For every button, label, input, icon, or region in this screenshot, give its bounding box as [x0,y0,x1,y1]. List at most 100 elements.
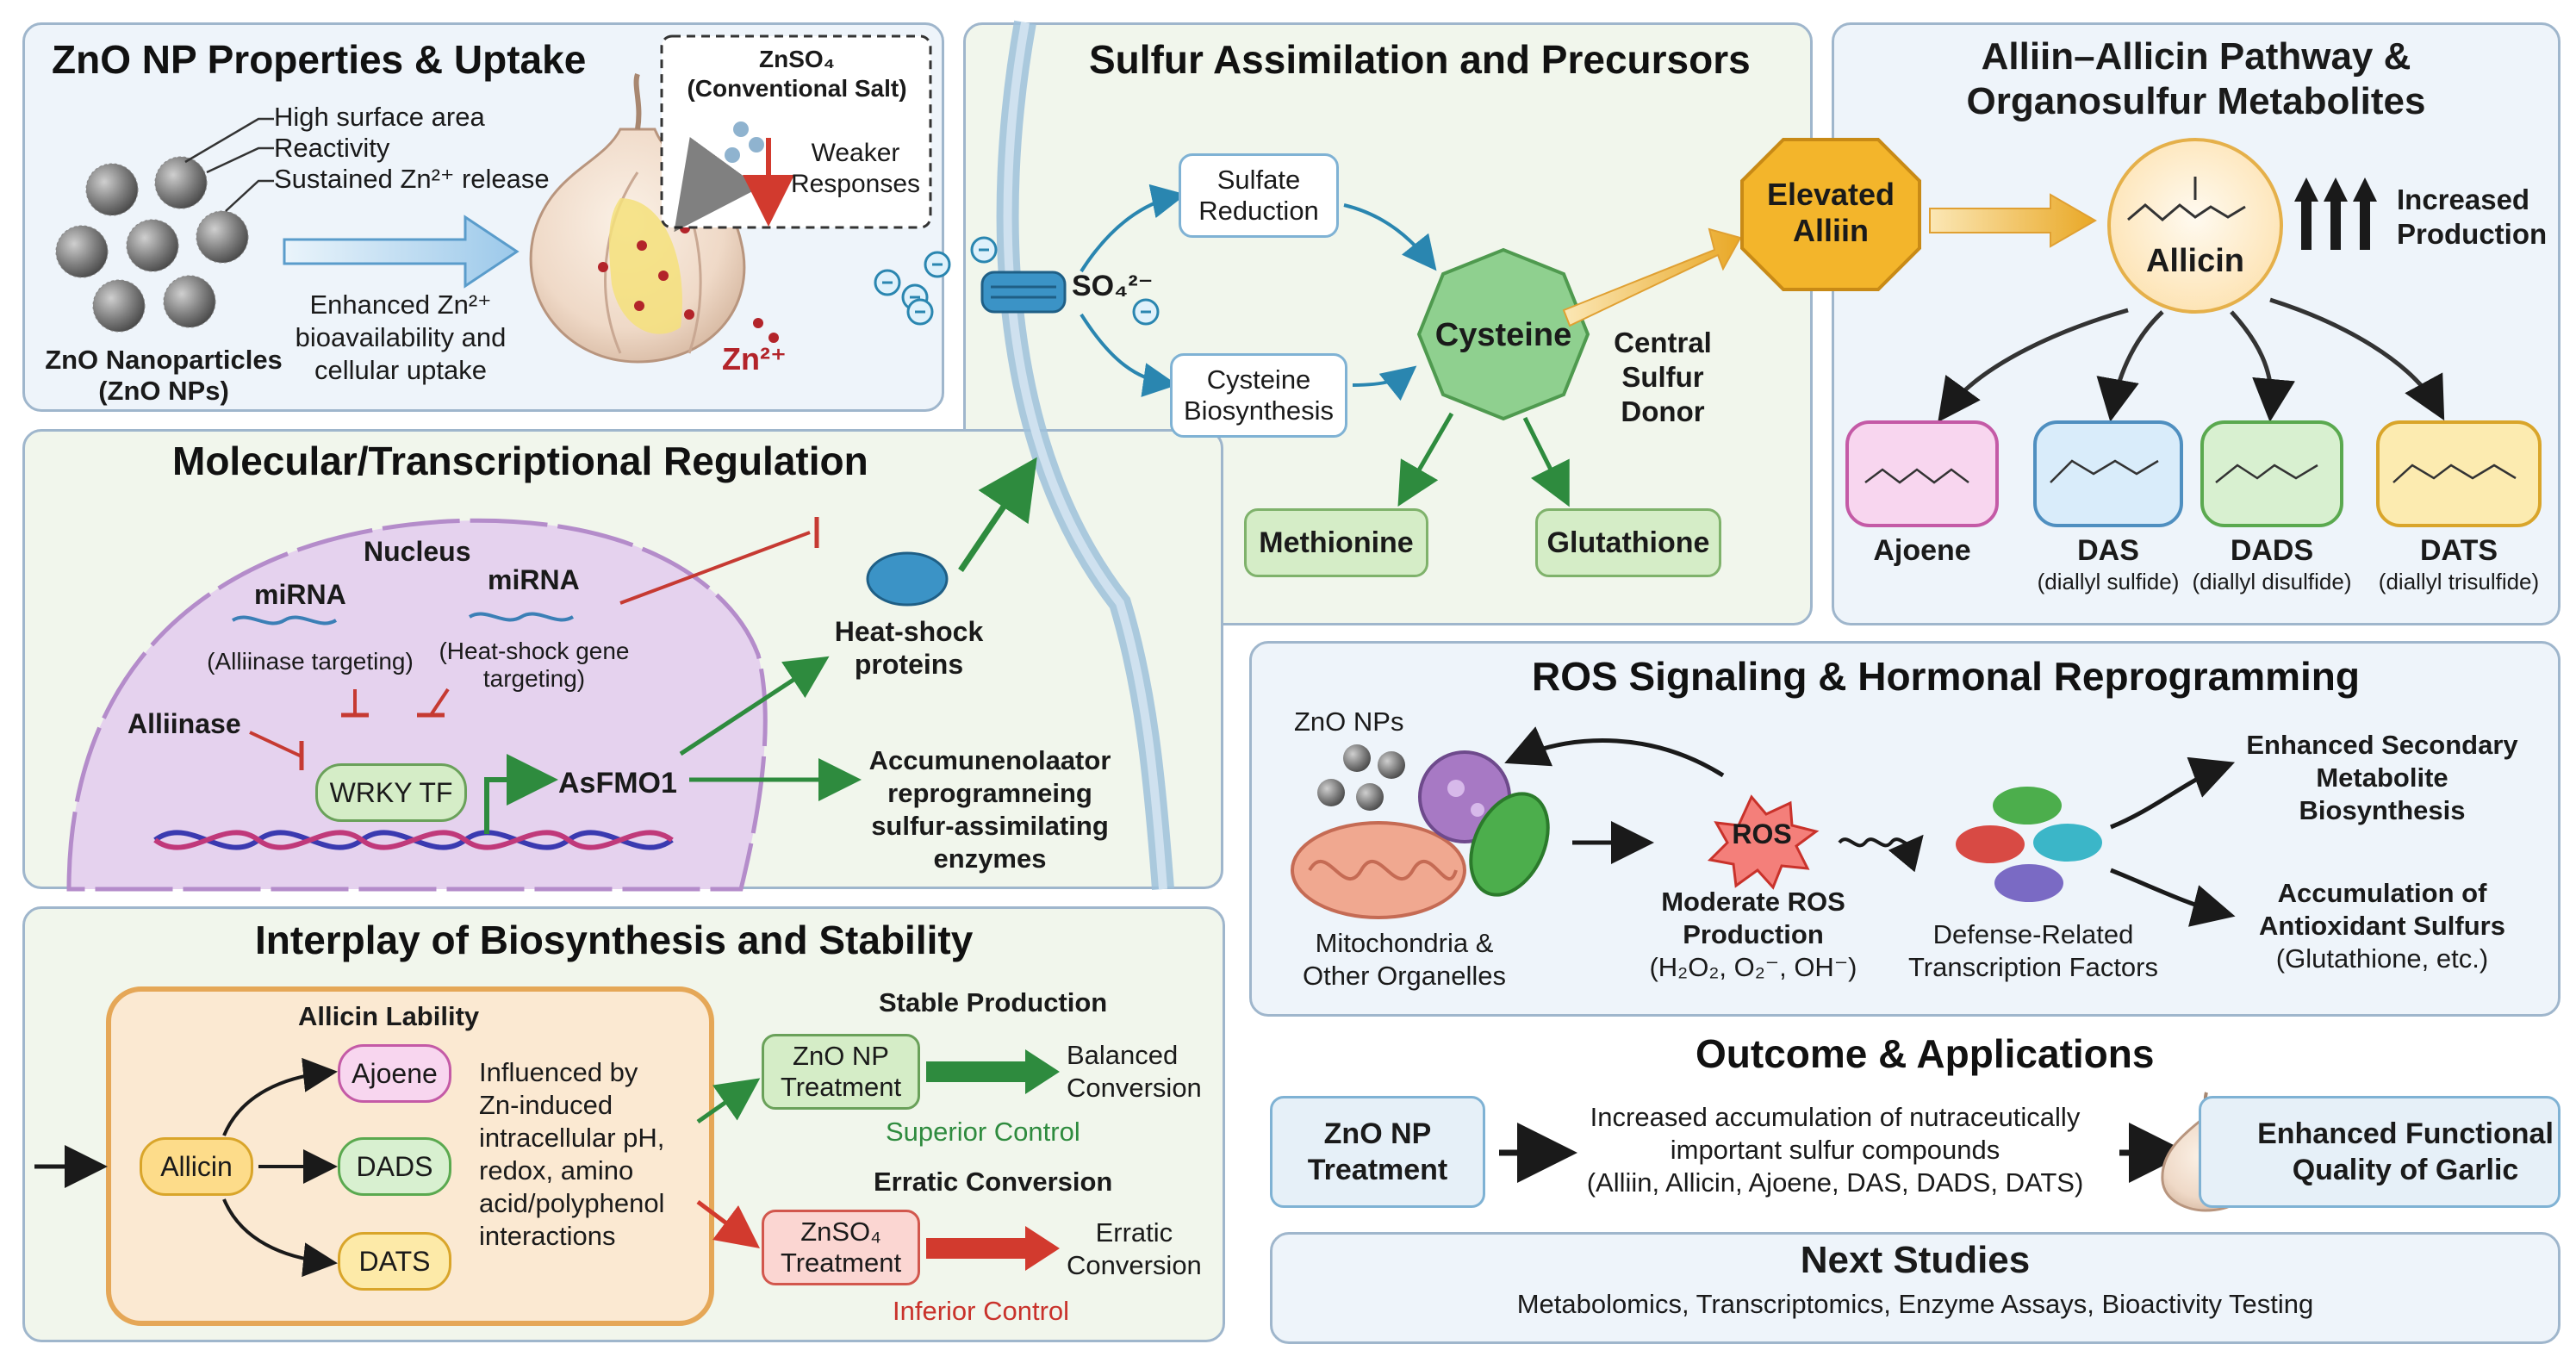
cysteine-biosynthesis-box: Cysteine Biosynthesis [1170,353,1347,438]
central-sulfur-donor-label: Central Sulfur Donor [1594,326,1732,429]
influence-line1: Influenced by [479,1057,638,1087]
outcome-title: Outcome & Applications [1696,1031,2155,1076]
mito-line1: Mitochondria & [1315,928,1494,958]
glutathione-box: Glutathione [1535,508,1721,577]
influence-line5: acid/polyphenol [479,1188,665,1218]
heat-shock-protein-icon [866,551,949,607]
sulfate-line1: Sulfate [1216,165,1301,195]
so4-label: SO₄²⁻ [1072,270,1154,302]
uptake-line1: Enhanced Zn²⁺ [309,289,492,320]
weaker-responses-label: Weaker Responses [782,138,929,200]
dads-molecule-box [2200,420,2343,527]
outcome-result-line1: Enhanced Functional [2257,1117,2554,1150]
accumulator-label: Accumunenolaator reprogramneing sulfur-a… [848,744,1132,875]
interplay-zno-line1: ZnO NP [793,1041,889,1071]
mirna-a-sub: (Alliinase targeting) [207,648,414,675]
allicin-circle [2107,138,2283,314]
property-surface-area: High surface area [274,102,485,132]
interplay-panel-title: Interplay of Biosynthesis and Stability [255,918,974,962]
property-zn-release: Sustained Zn²⁺ release [274,164,550,194]
moderate-line1: Moderate ROS [1661,887,1845,917]
znso4-label: ZnSO₄ (Conventional Salt) [663,45,930,103]
interplay-ajoene-box: Ajoene [338,1044,451,1103]
hsp-line1: Heat-shock [834,616,984,647]
ros-burst-icon [1707,794,1820,890]
uptake-arrow [283,215,520,289]
cysbio-line1: Cysteine [1206,364,1311,395]
out2-line3: (Glutathione, etc.) [2275,943,2489,974]
sulfate-reduction-box: Sulfate Reduction [1179,153,1339,238]
uptake-label: Enhanced Zn²⁺ bioavailability and cellul… [284,289,517,387]
dats-molecule-box [2376,420,2542,527]
erratic-out-line2: Conversion [1067,1250,1202,1280]
allicin-lability-label: Allicin Lability [298,1001,480,1031]
interplay-dats-box: DATS [338,1232,451,1291]
allicin-panel-title: Alliin–Allicin Pathway & Organosulfur Me… [1832,34,2560,124]
uptake-line2: bioavailability and [295,322,507,352]
mirna-b-label: miRNA [488,564,580,595]
central-donor-arrow [1562,227,1742,327]
mito-line2: Other Organelles [1302,961,1507,991]
allicin-label: Allicin [2145,243,2245,279]
methionine-box: Methionine [1244,508,1428,577]
interplay-allicin-box: Allicin [140,1137,253,1196]
dats-sub-label: (diallyl trisulfide) [2378,569,2540,594]
balanced-line1: Balanced [1067,1040,1179,1070]
outcome-mid-line1: Increased accumulation of nutraceuticall… [1590,1102,2081,1132]
sulfate-line2: Reduction [1198,196,1319,226]
influence-line4: redox, amino [479,1155,634,1185]
zno-panel-title: ZnO NP Properties & Uptake [52,37,587,82]
next-studies-title: Next Studies [1800,1239,2031,1281]
ajoene-label: Ajoene [1873,534,1971,567]
nucleus-shape [66,518,768,892]
ros-panel-title: ROS Signaling & Hormonal Reprogramming [1532,654,2360,699]
accum-line3: sulfur-assimilating [871,811,1109,841]
elevated-alliin-label: Elevated Alliin [1742,177,1920,249]
chloroplast-icon [1469,792,1550,897]
znso4-line1: ZnSO₄ [758,46,835,72]
inferior-control-label: Inferior Control [893,1296,1070,1326]
interplay-zno-line2: Treatment [780,1072,902,1102]
weaker-line1: Weaker [811,139,900,167]
outcome-zno-treatment-box: ZnO NP Treatment [1270,1096,1485,1208]
zno-np-small-cluster [1317,744,1405,811]
erratic-out-line1: Erratic [1095,1217,1173,1248]
stable-production-label: Stable Production [879,987,1108,1017]
das-sub-label: (diallyl sulfide) [2037,569,2180,594]
elevated-alliin-octagon [1740,138,1921,291]
dads-sub-label: (diallyl disulfide) [2192,569,2352,594]
accum-line1: Accumunenolaator [868,745,1111,775]
weaker-line2: Responses [790,170,921,198]
increased-arrows-icon [2294,177,2377,250]
asfmo1-label: AsFMO1 [558,767,677,800]
mitochondria-icon [1291,821,1466,919]
antioxidant-sulfurs-label: Accumulation of Antioxidant Sulfurs (Glu… [2231,877,2533,975]
zno-np-label: ZnO Nanoparticles (ZnO NPs) [34,345,293,407]
tf-line1: Defense-Related [1932,919,2134,949]
allicin-title-line1: Alliin–Allicin Pathway & [1981,35,2411,78]
outcome-mid-line2: important sulfur compounds [1670,1135,2000,1165]
outcome-result-box: Enhanced Functional Quality of Garlic [2199,1096,2560,1208]
increased-line2: Production [2397,218,2548,250]
mirna-b-sub-line1: (Heat-shock gene [439,638,630,664]
sulfate-ions [874,236,1160,326]
mirna-b-sub-line2: targeting) [482,665,586,692]
cysbio-line2: Biosynthesis [1183,395,1335,426]
alliin-line1: Elevated [1766,177,1895,212]
outcome-middle-text: Increased accumulation of nutraceuticall… [1559,1101,2111,1199]
influence-line3: intracellular pH, [479,1123,665,1153]
accum-line2: reprogramneing [887,778,1092,808]
das-molecule-box [2033,420,2183,527]
ros-label: ROS [1732,818,1792,849]
interplay-znso4-line2: Treatment [780,1248,902,1278]
cysteine-label: Cysteine [1434,317,1572,353]
sulfur-panel-title: Sulfur Assimilation and Precursors [1089,37,1751,82]
hsp-line2: proteins [854,649,964,680]
out1-line2: Metabolite [2316,762,2448,793]
increased-production-label: Increased Production [2397,183,2547,252]
dads-label: DADS [2230,534,2314,567]
nucleus-label: Nucleus [364,536,471,567]
dats-label: DATS [2419,534,2498,567]
erratic-arrow [926,1226,1060,1271]
